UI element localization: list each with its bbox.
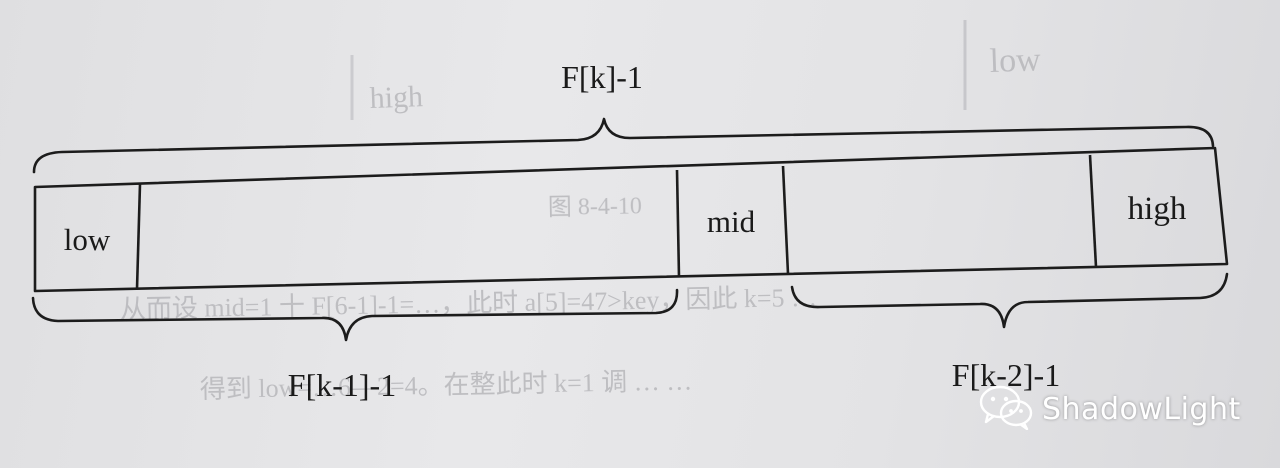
bleed-figure-label: 图 8-4-10 (548, 193, 642, 221)
divider-after-mid (781, 165, 790, 275)
divider-after-low (135, 183, 142, 290)
divider-before-high (1088, 154, 1098, 268)
bleed-text-line-2: 得到 low=…6—2=4。在整此时 k=1 调 … … (200, 366, 693, 404)
cell-mid-label: mid (707, 204, 756, 239)
top-brace-label: F[k]-1 (561, 59, 643, 95)
divider-before-mid (675, 169, 681, 278)
bleed-low-text: low (989, 41, 1042, 80)
array-box (33, 146, 1229, 293)
top-brace (32, 117, 1215, 174)
wechat-icon (978, 384, 1034, 435)
bottom-left-brace-label: F[k-1]-1 (288, 367, 396, 403)
cell-high-label: high (1128, 191, 1187, 227)
bottom-left-brace (31, 288, 679, 342)
cell-low-label: low (64, 222, 111, 257)
bleed-high-text: high (369, 80, 423, 115)
watermark: ShadowLight (978, 384, 1241, 435)
bottom-right-brace (790, 272, 1229, 329)
watermark-text: ShadowLight (1042, 392, 1241, 427)
